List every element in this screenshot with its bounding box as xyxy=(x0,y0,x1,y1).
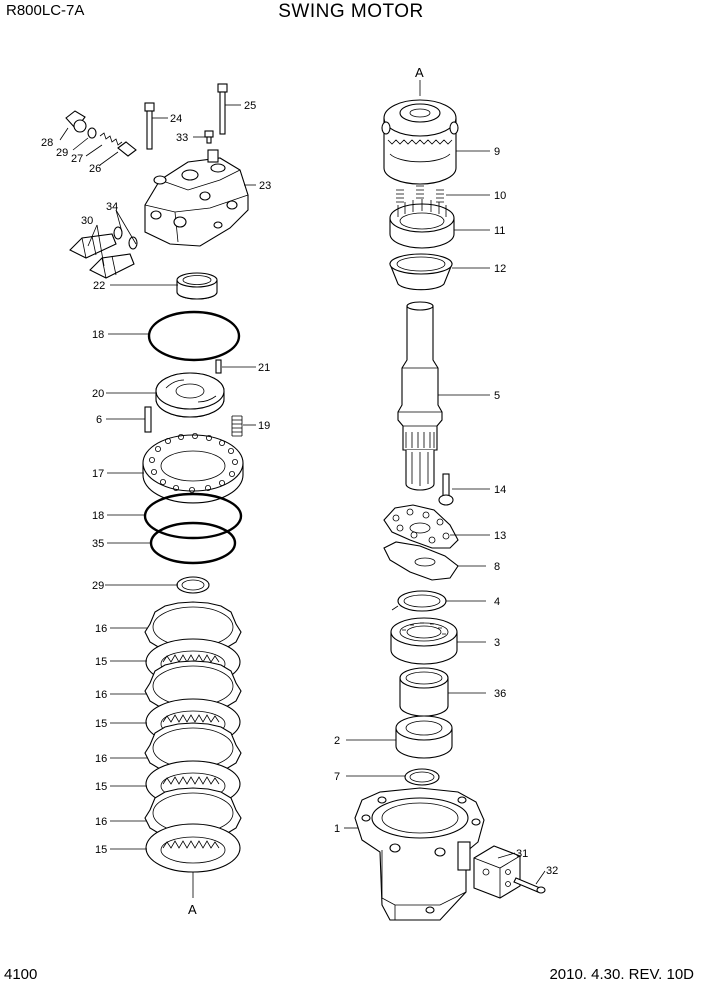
spring-19 xyxy=(231,415,243,437)
callout-36: 36 xyxy=(494,688,506,700)
housing-9 xyxy=(381,99,459,185)
collar-36 xyxy=(399,667,449,717)
callout-15-4: 15 xyxy=(95,844,107,856)
callout-9: 9 xyxy=(494,146,500,158)
shaft-5 xyxy=(397,301,443,491)
callout-33: 33 xyxy=(176,132,188,144)
bushing-2 xyxy=(395,715,453,759)
bolt-24 xyxy=(144,102,155,150)
callout-5: 5 xyxy=(494,390,500,402)
callout-19: 19 xyxy=(258,420,270,432)
callout-15-3: 15 xyxy=(95,781,107,793)
valve-cover-23 xyxy=(144,149,249,247)
plug-28 xyxy=(65,110,87,133)
o-ring-34b xyxy=(128,236,138,250)
callout-35: 35 xyxy=(92,538,104,550)
relief-valve-30b xyxy=(89,253,135,279)
plate-16a xyxy=(144,601,242,653)
callout-29-bottom: 29 xyxy=(92,580,104,592)
callout-7: 7 xyxy=(334,771,340,783)
block-31 xyxy=(473,845,521,899)
plate-13 xyxy=(383,504,459,549)
callout-24: 24 xyxy=(170,113,182,125)
valve-plate-20 xyxy=(155,372,225,418)
leader-lines xyxy=(59,104,546,885)
callout-21: 21 xyxy=(258,362,270,374)
callout-17: 17 xyxy=(92,468,104,480)
callout-25: 25 xyxy=(244,100,256,112)
roller-bearing-3 xyxy=(390,617,458,665)
revision-date: 2010. 4.30. REV. 10D xyxy=(549,966,694,983)
callout-27: 27 xyxy=(71,153,83,165)
callout-16-1: 16 xyxy=(95,623,107,635)
callout-11: 11 xyxy=(494,225,505,237)
callout-31: 31 xyxy=(516,848,528,860)
page-number: 4100 xyxy=(4,966,38,983)
bolt-32 xyxy=(513,877,546,894)
o-ring-18a xyxy=(147,310,241,362)
bolt-25 xyxy=(217,83,228,135)
callout-1: 1 xyxy=(334,823,340,835)
callout-16-3: 16 xyxy=(95,753,107,765)
poppet-26 xyxy=(117,141,137,157)
callout-15-1: 15 xyxy=(95,656,107,668)
page-title: SWING MOTOR xyxy=(278,1,424,22)
callout-3: 3 xyxy=(494,637,500,649)
snap-ring-29 xyxy=(176,576,210,594)
springs-10 xyxy=(396,185,444,203)
callout-4: 4 xyxy=(494,596,500,608)
callout-30: 30 xyxy=(81,215,93,227)
ref-label-a-bottom: A xyxy=(188,902,197,917)
pin-6 xyxy=(144,406,152,433)
spring-27 xyxy=(99,132,123,146)
callout-8: 8 xyxy=(494,561,500,573)
callout-23: 23 xyxy=(259,180,271,192)
callout-29-top: 29 xyxy=(56,147,68,159)
callout-32: 32 xyxy=(546,865,558,877)
callout-20: 20 xyxy=(92,388,104,400)
snap-ring-7 xyxy=(404,768,440,786)
plate-8 xyxy=(383,541,459,581)
callout-6: 6 xyxy=(96,414,102,426)
o-ring-34a xyxy=(113,226,123,240)
callout-10: 10 xyxy=(494,190,506,202)
relief-valve-30a xyxy=(69,233,117,259)
callout-13: 13 xyxy=(494,530,506,542)
shoe-plate-12 xyxy=(389,253,453,291)
callout-16-2: 16 xyxy=(95,689,107,701)
callout-2: 2 xyxy=(334,735,340,747)
callout-28: 28 xyxy=(41,137,53,149)
retainer-11 xyxy=(389,199,455,249)
pin-21 xyxy=(215,359,222,374)
callout-22: 22 xyxy=(93,280,105,292)
model-number: R800LC-7A xyxy=(6,2,85,19)
plug-33 xyxy=(204,130,214,144)
callout-18-bottom: 18 xyxy=(92,510,104,522)
callout-14: 14 xyxy=(494,484,506,496)
callout-34: 34 xyxy=(106,201,118,213)
callout-26: 26 xyxy=(89,163,101,175)
casing-1 xyxy=(354,787,485,921)
plate-15d xyxy=(145,823,241,873)
o-ring-18b xyxy=(143,492,243,540)
needle-bearing-22 xyxy=(176,272,218,300)
bolt-14 xyxy=(438,473,454,506)
o-ring-35 xyxy=(149,521,237,565)
callout-16-4: 16 xyxy=(95,816,107,828)
callout-18-top: 18 xyxy=(92,329,104,341)
o-ring-29 xyxy=(87,127,97,139)
cylinder-block-17 xyxy=(142,432,244,504)
ref-label-a-top: A xyxy=(415,65,424,80)
callout-12: 12 xyxy=(494,263,506,275)
callout-15-2: 15 xyxy=(95,718,107,730)
snap-ring-4 xyxy=(391,590,447,612)
